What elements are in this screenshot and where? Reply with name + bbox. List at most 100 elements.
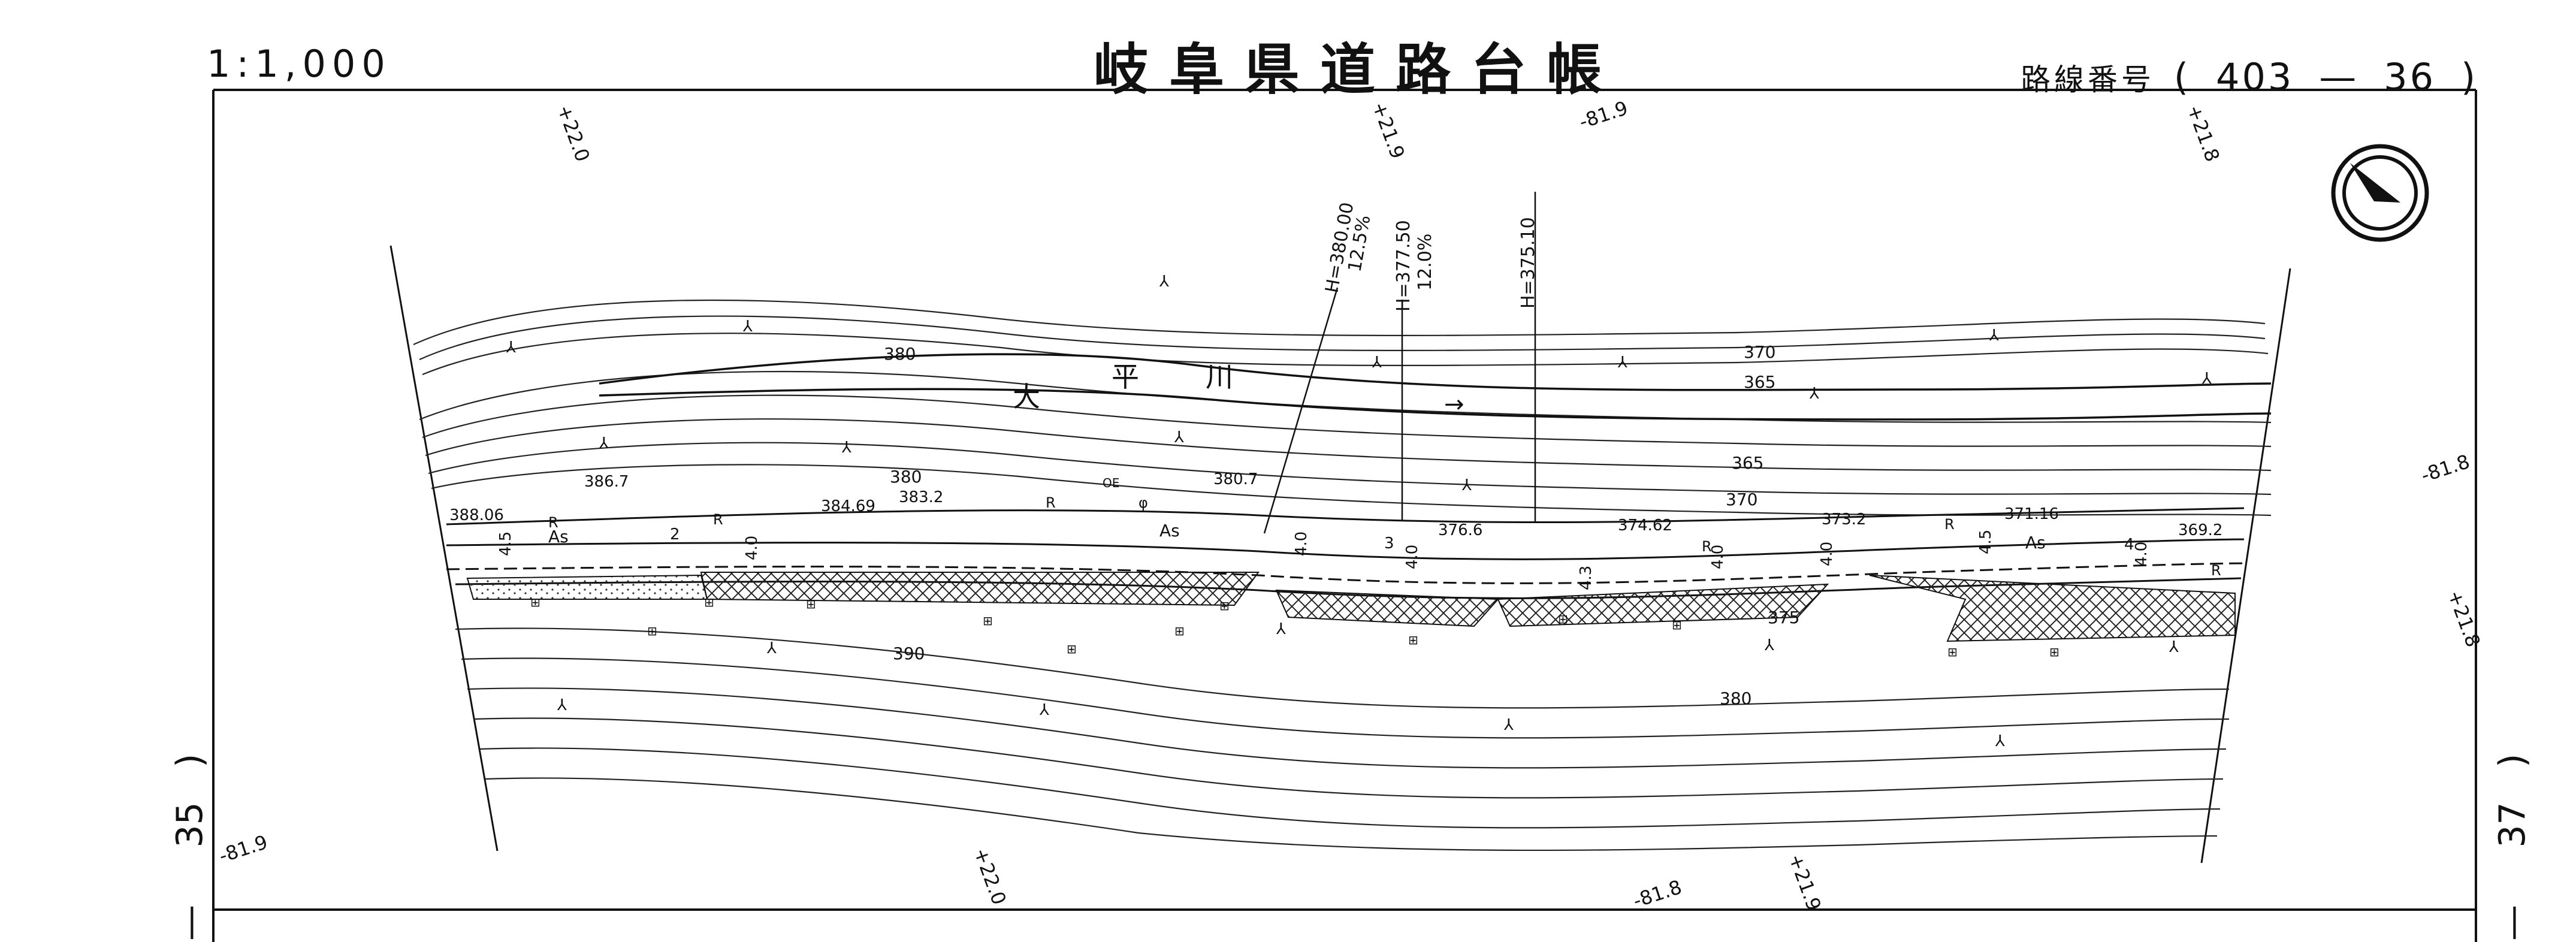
route-number-box: 路線番号 ( 403 — 36 ) [2021,55,2484,99]
grid-mark-bottom-4: +21.9 [1784,851,1825,914]
grass-symbol: ⅄ [1995,732,2005,750]
box-symbol: ⊞ [704,595,714,609]
box-symbol: ⊞ [1174,624,1185,638]
road-marker: R [548,514,558,531]
grass-symbol: ⅄ [1276,620,1286,638]
river-name-char-3: 川 [1206,361,1233,393]
grid-mark-top-2: +21.9 [1367,99,1409,162]
route-number: 403 [2216,55,2294,99]
road-section-number: 3 [1384,535,1394,552]
road-width: 4.3 [1577,566,1595,590]
grass-symbol: ⅄ [1764,636,1774,654]
river-name-char-1: 大 [1013,381,1040,413]
grass-symbol: ⅄ [557,696,567,714]
road-width: 4.5 [497,532,515,556]
route-close-paren: ) [2460,55,2478,99]
grass-symbol: ⅄ [1372,354,1382,372]
box-symbol: ⊞ [1408,633,1418,647]
contour-lines [413,299,2272,852]
road-width: 4.5 [1977,530,1995,554]
spot-elevation: 369.2 [2178,521,2222,539]
spot-elevation: 383.2 [899,488,943,506]
road-marker: R [713,511,723,528]
spot-elevation: 376.6 [1438,521,1482,539]
pole-marker: φ [1138,494,1148,511]
grass-symbol: ⅄ [766,639,777,657]
map-frame [212,89,2477,942]
vegetation-symbols: ⅄ ⅄ ⅄ ⅄ ⅄ ⅄ ⅄ ⅄ ⅄ ⅄ ⅄ ⅄ ⅄ ⅄ ⅄ ⅄ ⅄ ⅄ ⅄ ⅄ [506,273,2212,750]
road-marker: R [1046,494,1056,511]
grass-symbol: ⅄ [742,318,753,336]
grass-symbol: ⅄ [599,434,609,452]
height-grade-2: 12.0% [1415,234,1436,291]
road-surface-label: As [548,527,569,547]
spot-elevation: 380.7 [1213,470,1258,488]
grid-mark-bottom-2: +22.0 [969,845,1010,908]
contour-label: 380 [884,344,916,364]
spot-elevation: 384.69 [821,497,875,515]
grid-mark-right-2: +21.8 [2443,587,2484,650]
north-arrow-icon [2331,144,2429,242]
slope-areas [466,572,2236,642]
grass-symbol: ⅄ [1461,476,1472,494]
grass-symbol: ⅄ [1809,385,1819,403]
grass-symbol: ⅄ [841,439,851,457]
contour-label: 380 [890,467,922,487]
grass-symbol: ⅄ [1159,273,1169,291]
box-symbol: ⊞ [806,597,816,611]
grass-symbol: ⅄ [2169,638,2179,656]
box-symbol: ⊞ [647,624,657,638]
grid-mark-right-1: -81.8 [2418,450,2472,487]
spot-elevation: 374.62 [1618,517,1672,535]
page-title: 岐阜県道路台帳 [1094,38,1623,102]
box-symbol: ⊞ [983,614,993,628]
grass-symbol: ⅄ [1617,354,1627,372]
spot-elevation: 373.2 [1822,511,1866,529]
box-symbols: ⊞ ⊞ ⊞ ⊞ ⊞ ⊞ ⊞ ⊞ ⊞ ⊞ ⊞ ⊞ ⊞ [530,595,2059,659]
grass-symbol: ⅄ [1503,716,1514,734]
grass-symbol: ⅄ [1174,428,1184,446]
grass-symbol: ⅄ [2201,370,2212,388]
box-symbol: ⊞ [1558,612,1568,626]
road-marker: R [1702,538,1712,555]
route-sheet-number: 36 [2384,55,2436,99]
contour-label: 365 [1744,372,1775,392]
spot-elevation: 371.16 [2004,505,2059,523]
road-width: 4.0 [1818,542,1836,566]
grid-mark-top-4: +21.8 [2182,102,2224,165]
spot-elevation: 386.7 [584,473,629,491]
box-symbol: ⊞ [1219,599,1230,613]
road-section-number: 4 [2124,536,2134,554]
road-width: 4.0 [1292,532,1310,556]
box-symbol: ⊞ [1672,618,1682,632]
route-dash: — [2319,55,2359,99]
route-open-paren: ( [2173,55,2191,99]
contour-label: 370 [1726,490,1757,509]
river-banks [599,353,2272,421]
box-symbol: ⊞ [1067,642,1077,656]
contour-label: 370 [1744,342,1775,362]
grid-mark-top-1: +22.0 [552,102,594,165]
flow-arrow-icon: → [1444,391,1464,418]
height-leaders [1263,192,1536,534]
road-marker: R [2211,562,2221,579]
spot-elevation: 388.06 [449,506,504,524]
road-surface-label: As [2025,533,2046,552]
contour-label: 365 [1732,453,1763,473]
survey-boundary [389,245,2291,864]
road-section-number: 2 [670,526,680,544]
grass-symbol: ⅄ [1039,701,1049,719]
grid-mark-bottom-3: -81.8 [1630,875,1684,913]
grass-symbol: ⅄ [506,339,516,357]
road [446,507,2245,599]
height-label-2: H=377.50 [1393,220,1414,312]
road-marker: R [1944,516,1955,533]
grid-mark-bottom-1: -81.9 [216,831,270,868]
height-label-3: H=375.10 [1518,217,1539,309]
road-width: 4.0 [1403,545,1421,569]
road-surface-label: As [1159,521,1180,541]
box-symbol: ⊞ [530,595,540,609]
grass-symbol: ⅄ [1989,327,1999,345]
pole-marker: OE [1103,476,1119,490]
